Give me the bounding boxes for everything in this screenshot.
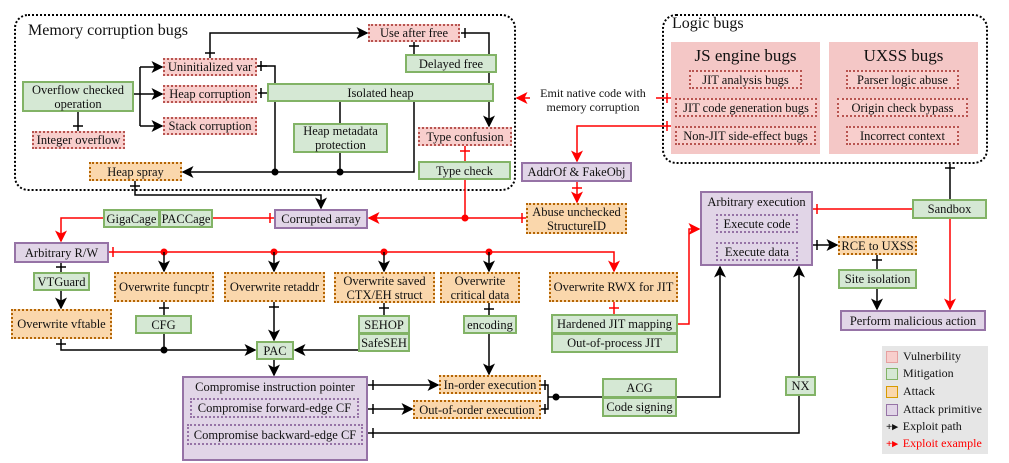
edge xyxy=(55,217,103,243)
logic-bugs-group xyxy=(662,14,988,164)
pac: PAC xyxy=(256,341,294,360)
legend-vulnerability: Vulnerbility xyxy=(886,349,961,364)
legend-swatch xyxy=(886,350,898,363)
arbitrary-rw: Arbitrary R/W xyxy=(14,242,109,263)
legend-mitigation: Mitigation xyxy=(886,366,954,381)
legend-label: Mitigation xyxy=(903,366,954,380)
perform-malicious-action: Perform malicious action xyxy=(840,310,986,331)
legend-exploit-example: +▸ Exploit example xyxy=(886,436,982,451)
edge xyxy=(109,251,620,273)
integer-overflow: Integer overflow xyxy=(32,131,125,149)
nx: NX xyxy=(785,376,816,396)
js-engine-title: JS engine bugs xyxy=(694,46,797,65)
acg: ACG xyxy=(602,378,677,398)
cfg: CFG xyxy=(135,315,192,334)
out-of-process-jit: Out-of-process JIT xyxy=(551,333,678,353)
addrof-fakeobj: AddrOf & FakeObj xyxy=(521,162,632,182)
site-isolation: Site isolation xyxy=(838,269,917,289)
compromise-instruction-pointer: Compromise instruction pointer xyxy=(182,376,368,461)
jit-codegen-bugs: JIT code generation bugs xyxy=(675,98,817,117)
legend-label: Exploit example xyxy=(902,436,982,450)
overwrite-retaddr: Overwrite retaddr xyxy=(224,272,325,302)
use-after-free: Use after free xyxy=(368,24,460,42)
overwrite-saved-ctx: Overwrite saved CTX/EH struct xyxy=(334,272,435,303)
heap-metadata-protection: Heap metadata protection xyxy=(293,123,388,153)
rce-to-uxss: RCE to UXSS xyxy=(838,236,917,255)
sehop: SEHOP xyxy=(358,315,410,334)
legend-attack: Attack xyxy=(886,384,935,399)
execute-code: Execute code xyxy=(716,214,798,233)
gigacage: GigaCage xyxy=(103,209,160,228)
edge xyxy=(209,27,369,58)
stack-corruption: Stack corruption xyxy=(163,117,257,135)
edge xyxy=(678,223,701,325)
edge xyxy=(677,265,726,398)
memory-group-title: Memory corruption bugs xyxy=(28,22,188,39)
heap-spray: Heap spray xyxy=(89,162,182,181)
uxss-title: UXSS bugs xyxy=(863,46,944,65)
edge xyxy=(258,65,276,83)
non-jit-side-effect-bugs: Non-JIT side-effect bugs xyxy=(675,126,816,145)
legend-attack-primitive: Attack primitive xyxy=(886,402,982,417)
legend-label: Exploit path xyxy=(902,419,962,433)
safeseh: SafeSEH xyxy=(358,333,410,352)
emit-native-code-label: Emit native code with memory corruption xyxy=(530,86,656,114)
junction-dot xyxy=(552,393,560,401)
type-check: Type check xyxy=(418,161,511,180)
overwrite-critical-data: Overwrite critical data xyxy=(440,272,520,303)
legend-label: Vulnerbility xyxy=(903,349,961,363)
legend: Vulnerbility Mitigation Attack Attack pr… xyxy=(882,346,988,454)
out-of-order-execution: Out-of-order execution xyxy=(413,400,541,419)
corrupted-array: Corrupted array xyxy=(274,209,368,229)
edge xyxy=(134,181,327,210)
compromise-backward-edge: Compromise backward-edge CF xyxy=(187,424,363,445)
sandbox: Sandbox xyxy=(912,199,987,219)
vtguard: VTGuard xyxy=(33,272,90,291)
edge xyxy=(368,396,800,434)
legend-exploit-path: +▸ Exploit path xyxy=(886,419,962,434)
abuse-unchecked-structureid: Abuse unchecked StructureID xyxy=(526,203,627,234)
overwrite-vftable: Overwrite vftable xyxy=(11,309,112,339)
overflow-checked-operation: Overflow checked operation xyxy=(22,81,134,112)
heap-corruption: Heap corruption xyxy=(163,85,257,103)
origin-check-bypass: Origin check bypass xyxy=(837,98,968,117)
logic-group-title: Logic bugs xyxy=(672,15,744,32)
junction-dot xyxy=(160,346,168,354)
in-order-execution: In-order execution xyxy=(439,375,541,394)
paccage: PACCage xyxy=(159,209,213,228)
arbitrary-execution-label: Arbitrary execution xyxy=(707,195,806,209)
compromise-forward-edge: Compromise forward-edge CF xyxy=(190,398,359,418)
overwrite-rwx-jit: Overwrite RWX for JIT xyxy=(549,272,678,302)
incorrect-context: Incorrect context xyxy=(846,126,959,145)
edge xyxy=(275,101,415,173)
type-confusion: Type confusion xyxy=(418,127,512,146)
delayed-free: Delayed free xyxy=(405,54,497,73)
legend-label: Attack primitive xyxy=(903,402,982,416)
legend-swatch xyxy=(886,403,898,416)
legend-swatch xyxy=(886,385,898,398)
hardened-jit-mapping: Hardened JIT mapping xyxy=(551,314,678,334)
overwrite-funcptr: Overwrite funcptr xyxy=(114,272,214,302)
legend-swatch xyxy=(886,367,898,380)
black-arrow-icon: +▸ xyxy=(886,421,898,433)
legend-label: Attack xyxy=(903,384,935,398)
edge xyxy=(461,32,490,54)
parser-logic-abuse: Parser logic abuse xyxy=(846,70,959,89)
code-signing: Code signing xyxy=(602,397,677,417)
edge xyxy=(181,101,276,178)
execute-data: Execute data xyxy=(716,242,798,261)
jit-analysis-bugs: JIT analysis bugs xyxy=(689,70,802,89)
memory-corruption-group xyxy=(14,14,516,191)
encoding: encoding xyxy=(463,315,517,334)
red-arrow-icon: +▸ xyxy=(886,438,898,450)
uninitialized-var: Uninitialized var xyxy=(163,58,257,76)
compromise-ip-label: Compromise instruction pointer xyxy=(195,380,355,394)
edge xyxy=(571,125,671,163)
isolated-heap: Isolated heap xyxy=(267,83,494,102)
edge xyxy=(60,339,257,356)
